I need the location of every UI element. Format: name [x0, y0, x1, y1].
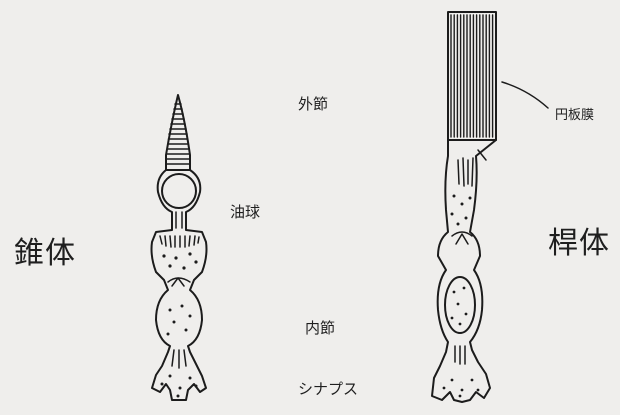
cone-cell — [150, 94, 208, 401]
rod-cell — [431, 11, 549, 403]
cone-outer-segment-lamellae — [166, 103, 190, 165]
outer-segment-label: 外節 — [298, 95, 329, 113]
rod-nucleus — [444, 276, 476, 334]
disc-membrane-label: 円板膜 — [555, 108, 595, 123]
cone-granules — [160, 252, 198, 398]
synapse-label: シナプス — [298, 380, 359, 398]
rod-inner-body — [431, 139, 497, 403]
oil-droplet-label: 油球 — [230, 203, 261, 221]
rod-outer-segment — [447, 11, 497, 141]
cone-oil-droplet — [161, 173, 197, 209]
rod-title: 桿体 — [548, 226, 610, 261]
cone-axon-lines — [171, 211, 187, 369]
rod-disc-stack — [450, 14, 494, 138]
rod-granules — [442, 194, 480, 398]
rod-connecting-cilium — [451, 149, 487, 365]
inner-segment-label: 内節 — [305, 319, 336, 337]
cone-ellipsoid-lines — [159, 235, 200, 287]
cone-title: 錐体 — [14, 236, 76, 271]
cone-ellipsoid-body — [150, 169, 208, 401]
disc-membrane-leader-line — [501, 81, 549, 109]
